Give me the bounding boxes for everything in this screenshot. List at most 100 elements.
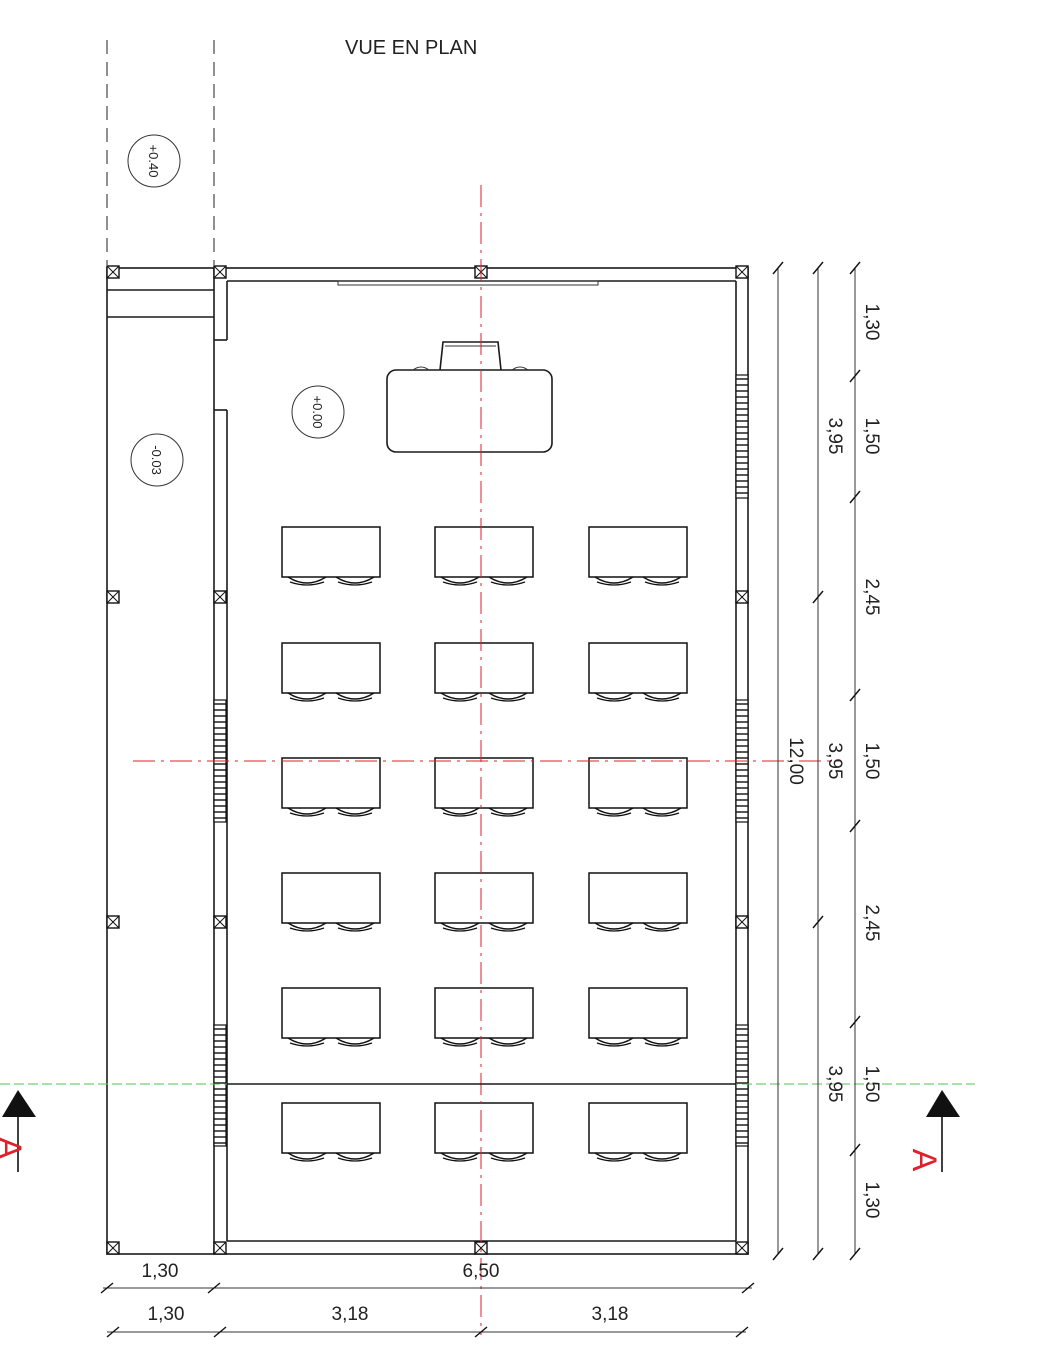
- column: [213, 1241, 227, 1255]
- level-marker-corridor: -0.03: [130, 433, 184, 487]
- dim-inner-2: 1,50: [861, 418, 882, 455]
- axis-lines: [133, 185, 840, 1335]
- student-desk: [281, 642, 381, 702]
- window: [213, 1024, 227, 1147]
- section-marker-right: A: [905, 1090, 960, 1172]
- chair: [642, 576, 682, 586]
- chair: [594, 1037, 634, 1047]
- teacher-desk: [386, 341, 553, 453]
- dim-tick: [213, 1326, 227, 1338]
- horizontal-dimensions: 1,30 6,50 1,30 3,18 3,18: [100, 1261, 755, 1338]
- dim-inner-4: 1,50: [861, 743, 882, 780]
- student-desk: [434, 757, 534, 817]
- student-desk: [434, 987, 534, 1047]
- chair: [287, 807, 327, 817]
- chair: [488, 922, 528, 932]
- dim-tick: [849, 369, 861, 383]
- chair: [335, 807, 375, 817]
- chair: [488, 1037, 528, 1047]
- student-desk: [588, 872, 688, 932]
- column: [213, 590, 227, 604]
- dim-tick: [772, 261, 784, 275]
- dim-tick: [812, 915, 824, 929]
- student-desk: [588, 1102, 688, 1162]
- chair: [440, 922, 480, 932]
- svg-text:A: A: [905, 1149, 943, 1172]
- svg-text:+0.40: +0.40: [146, 145, 161, 178]
- column: [213, 265, 227, 279]
- column: [106, 590, 120, 604]
- dim-tick: [741, 1282, 755, 1294]
- section-marker-left: A: [0, 1090, 36, 1172]
- window: [735, 374, 749, 499]
- column: [106, 915, 120, 929]
- student-desk: [281, 872, 381, 932]
- dim-bay-3: 3,95: [824, 1066, 845, 1103]
- dim-tick: [772, 1247, 784, 1261]
- chair: [594, 576, 634, 586]
- chair: [488, 692, 528, 702]
- dim-inner-7: 1,30: [861, 1182, 882, 1219]
- student-desk: [281, 1102, 381, 1162]
- student-desk: [588, 526, 688, 586]
- column: [106, 1241, 120, 1255]
- student-desk: [434, 872, 534, 932]
- chair: [594, 1152, 634, 1162]
- column: [735, 265, 749, 279]
- chair: [440, 692, 480, 702]
- chair: [488, 1152, 528, 1162]
- dim-corridor-width-2: 1,30: [148, 1304, 185, 1325]
- chair: [287, 922, 327, 932]
- dim-tick: [849, 819, 861, 833]
- chair: [594, 692, 634, 702]
- dim-inner-6: 1,50: [861, 1066, 882, 1103]
- dim-tick: [849, 261, 861, 275]
- dim-bay-1: 3,95: [824, 418, 845, 455]
- chair: [440, 807, 480, 817]
- dim-tick: [106, 1326, 120, 1338]
- dim-half-left: 3,18: [332, 1304, 369, 1325]
- dim-inner-5: 2,45: [861, 905, 882, 942]
- dim-tick: [849, 1143, 861, 1157]
- level-marker-classroom: +0.00: [291, 385, 345, 439]
- chair: [440, 1037, 480, 1047]
- dim-tick: [100, 1282, 114, 1294]
- columns: [106, 265, 749, 1255]
- dim-tick: [812, 261, 824, 275]
- chair: [335, 1152, 375, 1162]
- chair: [287, 692, 327, 702]
- plan-title: VUE EN PLAN: [345, 37, 477, 59]
- student-desk: [434, 1102, 534, 1162]
- chair: [335, 576, 375, 586]
- chair: [287, 1152, 327, 1162]
- student-desk: [434, 642, 534, 702]
- svg-text:-0.03: -0.03: [149, 445, 164, 475]
- column: [735, 915, 749, 929]
- dim-tick: [812, 590, 824, 604]
- column: [213, 915, 227, 929]
- column: [735, 590, 749, 604]
- chair: [287, 1037, 327, 1047]
- chair: [642, 922, 682, 932]
- chair: [642, 1152, 682, 1162]
- column: [106, 265, 120, 279]
- student-desk: [588, 987, 688, 1047]
- student-desk: [588, 757, 688, 817]
- chair: [335, 1037, 375, 1047]
- dim-total-height: 12,00: [785, 737, 806, 785]
- student-desks: [281, 526, 688, 1162]
- dim-tick: [849, 688, 861, 702]
- chair: [642, 807, 682, 817]
- level-marker-top: +0.40: [127, 134, 181, 188]
- student-desk: [281, 757, 381, 817]
- svg-text:+0.00: +0.00: [310, 396, 325, 429]
- window: [735, 1024, 749, 1147]
- dim-tick: [849, 490, 861, 504]
- chair: [642, 1037, 682, 1047]
- dim-inner-1: 1,30: [861, 304, 882, 341]
- column: [474, 1241, 488, 1255]
- chair: [335, 922, 375, 932]
- chair: [488, 576, 528, 586]
- chair: [440, 576, 480, 586]
